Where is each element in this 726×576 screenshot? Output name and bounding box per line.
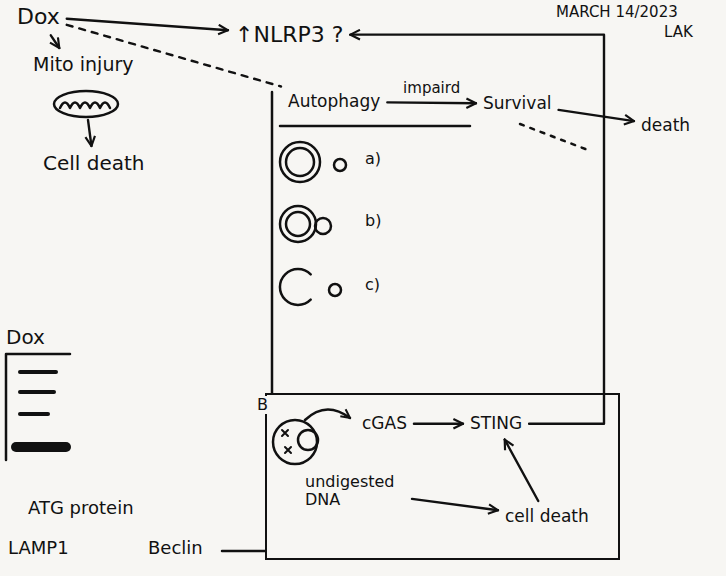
process-term: Autophagy xyxy=(285,90,383,114)
curved-arrow xyxy=(305,409,350,420)
cell-outline xyxy=(273,420,317,464)
arrow-connector xyxy=(414,423,463,425)
bracket-line xyxy=(222,550,265,553)
protein-label: LAMP1 xyxy=(8,538,69,559)
node-text: cGAS xyxy=(362,414,407,434)
blot-frame xyxy=(6,354,70,460)
mito-cristae xyxy=(60,103,110,109)
date-note: MARCH 14/2023 xyxy=(556,4,678,21)
pathway-term: cGAS xyxy=(359,412,410,436)
arrow-connector xyxy=(350,35,604,424)
mitochondrion xyxy=(54,91,118,117)
panel-letter: B xyxy=(255,396,270,414)
node-text: STING xyxy=(470,414,522,434)
lysosome xyxy=(315,218,331,234)
initials-note: LAK xyxy=(664,24,693,41)
callout-letter: a) xyxy=(365,150,381,168)
arrow-connector xyxy=(51,35,59,48)
target-term: ↑NLRP3 ? xyxy=(232,20,346,49)
node-text: Mito injury xyxy=(33,54,133,76)
process-term: undigested DNA xyxy=(302,471,408,512)
arrow-connector xyxy=(67,19,228,31)
autophagosome xyxy=(280,142,320,182)
underline xyxy=(280,125,470,128)
arrow-connector xyxy=(559,110,634,121)
phagophore xyxy=(280,269,311,305)
dashed-line xyxy=(520,124,588,150)
panel-box: BcGASSTINGundigested DNAcell death xyxy=(265,393,620,560)
node-text: cell death xyxy=(505,507,589,527)
drug-term: Dox xyxy=(14,2,63,31)
frame-line xyxy=(271,92,274,393)
blot-band xyxy=(20,412,48,416)
outcome-term: Survival xyxy=(480,92,555,116)
blot-band xyxy=(20,370,56,374)
dna-mark xyxy=(282,430,291,453)
outcome-term: death xyxy=(638,114,693,138)
autophagosome-inner xyxy=(286,212,310,236)
node-text: undigested DNA xyxy=(305,473,405,510)
blot-band xyxy=(20,390,54,394)
autophagosome xyxy=(280,206,316,242)
lysosome xyxy=(329,284,341,296)
node-text: ↑NLRP3 ? xyxy=(235,22,343,47)
callout-letter: c) xyxy=(365,276,380,294)
arrow-connector xyxy=(88,120,91,146)
node-text: Survival xyxy=(483,94,552,114)
blot-band xyxy=(16,442,66,452)
edge-label: impaird xyxy=(400,80,463,97)
callout-letter: b) xyxy=(365,212,381,230)
arrow-connector xyxy=(412,499,498,510)
node-text: Cell death xyxy=(43,152,145,175)
node-text: death xyxy=(641,116,690,136)
autophagosome-inner xyxy=(286,148,314,176)
lysosome xyxy=(334,159,346,171)
blot-label: Dox xyxy=(6,326,45,349)
cell-vesicle xyxy=(298,430,318,450)
process-term: Mito injury xyxy=(30,52,136,116)
node-text: Autophagy xyxy=(288,92,380,112)
outcome-term: Cell death xyxy=(40,150,148,177)
protein-label: ATG protein xyxy=(28,498,134,519)
arrow-connector xyxy=(505,440,539,501)
node-text: Dox xyxy=(17,4,60,29)
pathway-term: STING xyxy=(467,412,525,436)
arrow-connector xyxy=(387,101,476,104)
outcome-term: cell death xyxy=(502,505,592,529)
protein-label: Beclin xyxy=(148,538,203,559)
